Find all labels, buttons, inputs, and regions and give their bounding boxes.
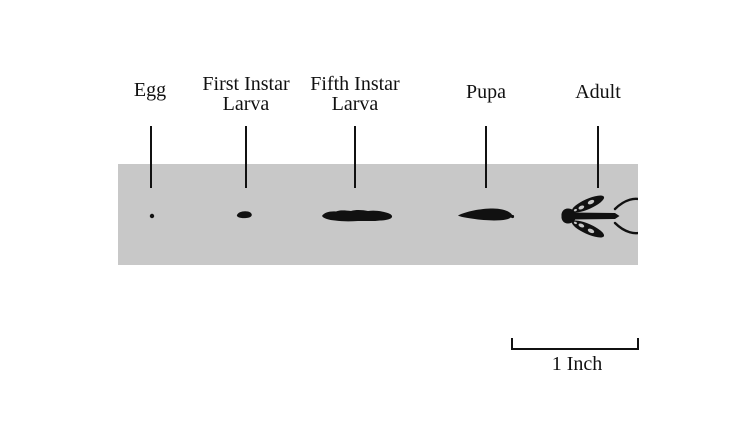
adult-insect-icon: [561, 195, 638, 238]
label-adult: Adult: [575, 81, 621, 103]
leader-line-adult: [597, 126, 599, 188]
leader-line-egg: [150, 126, 152, 188]
pupa-icon: [458, 208, 512, 221]
pupa-tip: [510, 214, 515, 219]
label-pupa: Pupa: [466, 81, 506, 103]
organism-silhouettes: [149, 195, 638, 238]
label-egg: Egg: [133, 79, 167, 101]
label-fifth-instar-larva: Fifth Instar Larva: [310, 73, 400, 115]
first-instar-larva-icon: [236, 211, 252, 219]
leader-line-first-instar-larva: [245, 126, 247, 188]
fifth-instar-larva-icon: [322, 210, 393, 222]
label-first-instar-larva: First Instar Larva: [202, 73, 290, 115]
scale-bar: [511, 338, 639, 350]
leader-line-fifth-instar-larva: [354, 126, 356, 188]
scale-bar-label: 1 Inch: [551, 353, 603, 375]
egg-dot-icon: [149, 213, 155, 219]
leader-line-pupa: [485, 126, 487, 188]
